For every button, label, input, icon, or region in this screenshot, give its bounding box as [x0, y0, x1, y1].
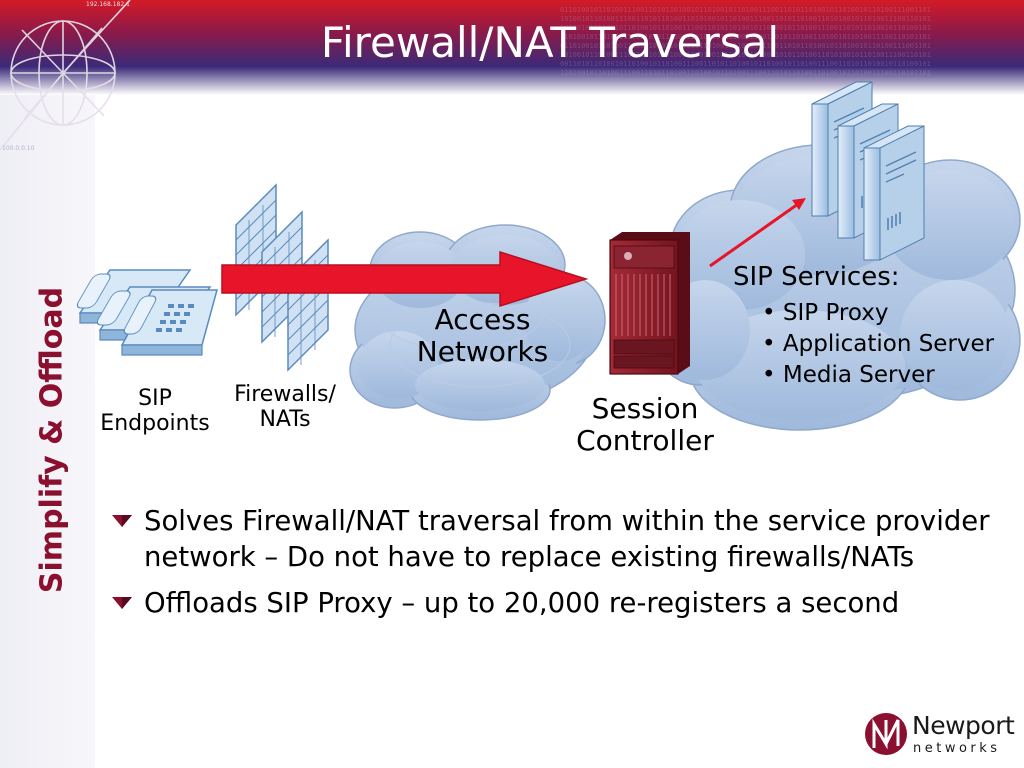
brand-sub: networks: [913, 741, 1001, 756]
traffic-arrow: [221, 250, 589, 308]
ip-label-top: 192.168.182.1: [86, 1, 130, 8]
bullet-item: Offloads SIP Proxy – up to 20,000 re-reg…: [110, 585, 990, 621]
binary-background-pattern: 0110100101101001110011010110100101101001…: [560, 6, 931, 76]
bullet-item: Solves Firewall/NAT traversal from withi…: [110, 503, 990, 575]
triangle-bullet-icon: [112, 515, 132, 527]
bullet-list: Solves Firewall/NAT traversal from withi…: [110, 503, 990, 631]
newport-networks-logo: Newport networks: [862, 706, 1018, 762]
left-sidebar: [0, 95, 95, 768]
globe-logo-icon: 192.168.182.1 100.0.0.10: [0, 0, 131, 152]
bullet-text: Solves Firewall/NAT traversal from withi…: [144, 505, 990, 573]
sip-services-list: SIP Proxy Application Server Media Serve…: [762, 298, 994, 391]
service-item: Application Server: [762, 329, 994, 360]
brand-name: Newport: [912, 711, 1015, 740]
sip-endpoints-label: SIP Endpoints: [100, 386, 210, 437]
slide-title: Firewall/NAT Traversal: [320, 18, 780, 67]
service-item: SIP Proxy: [762, 298, 994, 329]
newport-logo-icon: [865, 713, 907, 755]
sip-services-title: SIP Services:: [733, 262, 900, 292]
session-controller-icon: [609, 232, 690, 375]
servers-icon: [811, 81, 925, 261]
bullet-text: Offloads SIP Proxy – up to 20,000 re-reg…: [144, 587, 900, 619]
triangle-bullet-icon: [112, 597, 132, 609]
service-item: Media Server: [762, 360, 994, 391]
session-controller-label: Session Controller: [576, 392, 714, 458]
access-networks-label: Access Networks: [416, 303, 549, 369]
firewalls-label: Firewalls/ NATs: [234, 382, 336, 433]
title-bar: 0110100101101001110011010110100101101001…: [0, 0, 1024, 95]
ip-label-left: 100.0.0.10: [2, 145, 35, 152]
sip-phones-icon: [76, 269, 218, 356]
link-arrow: [709, 198, 806, 268]
